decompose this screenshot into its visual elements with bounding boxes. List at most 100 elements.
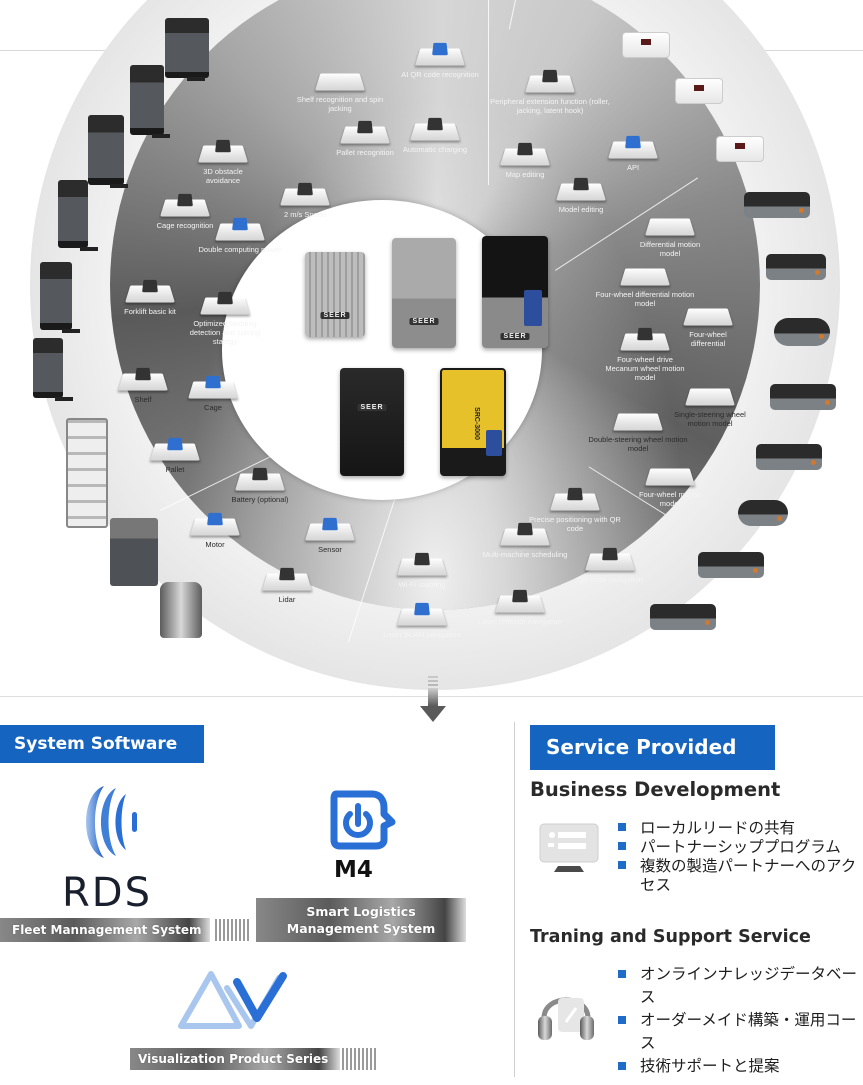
feature-tile <box>315 73 365 91</box>
feature-pallet-recognition: Pallet recognition <box>310 120 420 157</box>
robot-cleaner <box>160 582 202 638</box>
feature-tile <box>620 327 670 351</box>
robot-chassis <box>766 254 826 280</box>
feature-label: Cage recognition <box>156 221 214 230</box>
business-development-list: ローカルリードの共有 パートナーシッププログラム 複数の製造パートナーへのアクセ… <box>618 819 858 895</box>
visualization-product-label: Visualization Product Series <box>130 1048 340 1070</box>
robot-forklift <box>130 65 170 138</box>
arrow-down-icon <box>420 676 446 722</box>
feature-label: Differential motion model <box>639 240 701 258</box>
feature-label: 2 m/s Speed <box>283 210 327 219</box>
feature-tile <box>525 69 575 93</box>
feature-forklift-kit: Forklift basic kit <box>95 279 205 316</box>
robot-forklift <box>165 18 209 81</box>
robot-forklift <box>33 338 73 401</box>
controller-src-3000: SRC-3000 <box>440 368 506 476</box>
feature-cage: Cage <box>158 375 268 412</box>
feature-tile <box>160 193 210 217</box>
feature-label: Pallet <box>165 465 185 474</box>
feature-pallet: Pallet <box>120 437 230 474</box>
motion-model-differential: Differential motion model <box>630 215 710 258</box>
feature-tile <box>415 42 465 66</box>
decorative-bars <box>215 919 251 941</box>
feature-tile <box>613 413 663 431</box>
feature-label: Model editing <box>558 205 604 214</box>
feature-tile <box>550 487 600 511</box>
feature-api: API <box>578 135 688 172</box>
feature-tile <box>620 268 670 286</box>
controller-model-label: SRC-3000 <box>472 407 480 440</box>
robot-chassis <box>650 604 716 630</box>
feature-label: Four-wheel motion model <box>638 490 702 508</box>
feature-label: Four-wheel differential motion model <box>595 290 695 308</box>
motion-model-single-steering: Single-steering wheel motion model <box>670 385 750 428</box>
feature-tile <box>150 437 200 461</box>
feature-tile <box>125 279 175 303</box>
feature-label: Double-steering wheel motion model <box>588 435 688 453</box>
feature-double-computing: Double computing power <box>185 217 295 254</box>
feature-tile <box>280 182 330 206</box>
robot-chassis <box>698 552 764 578</box>
feature-skidding-detection: Optimized skidding detection and solving… <box>180 291 270 346</box>
motion-model-double-steering: Double-steering wheel motion model <box>588 410 688 453</box>
list-item: 複数の製造パートナーへのアクセス <box>618 857 858 895</box>
business-development-heading: Business Development <box>530 778 781 801</box>
controller-brand: SEER <box>320 312 350 319</box>
controller-2: SEER <box>392 238 456 348</box>
feature-tile <box>397 552 447 576</box>
feature-tile <box>495 589 545 613</box>
feature-label: Automatic charging <box>402 145 468 154</box>
robot-forklift <box>88 115 128 188</box>
feature-ai-qr: AI QR code recognition <box>385 42 495 79</box>
nav-laser-reflector: Laser reflector navigation <box>465 589 575 626</box>
feature-label: Laser reflector navigation <box>477 617 563 626</box>
feature-label: Forklift basic kit <box>124 307 176 316</box>
hardware-motor: Motor <box>175 512 255 549</box>
list-item: ローカルリードの共有 <box>618 819 858 838</box>
robot-forklift <box>40 262 80 333</box>
feature-tile <box>683 308 733 326</box>
feature-label: Battery (optional) <box>231 495 289 504</box>
robot-latent-white <box>622 32 670 58</box>
feature-label: Map editing <box>505 170 545 179</box>
feature-map-editing: Map editing <box>470 142 580 179</box>
controller-3: SEER <box>482 236 548 348</box>
feature-label: 3D obstacle avoidance <box>203 167 243 185</box>
feature-tile <box>198 139 248 163</box>
rds-product-label: Fleet Mannagement System <box>0 918 210 942</box>
feature-tile <box>305 517 355 541</box>
feature-tile <box>500 522 550 546</box>
robot-chassis <box>744 192 810 218</box>
headset-icon <box>538 997 594 1040</box>
feature-tile <box>340 120 390 144</box>
controller-brand: SEER <box>357 404 387 411</box>
nav-qr-positioning: Precise positioning with QR code <box>525 487 625 533</box>
feature-label: Single-steering wheel motion model <box>674 410 746 428</box>
column-divider <box>514 722 515 1077</box>
motion-model-4wheel: Four-wheel motion model <box>630 465 710 508</box>
rds-logo-icon <box>86 786 137 858</box>
m4-logo-icon <box>330 790 396 850</box>
feature-tile <box>200 291 250 315</box>
controller-brand: SEER <box>500 333 530 340</box>
feature-tile <box>397 602 447 626</box>
robot-arm-mobile <box>110 518 158 586</box>
feature-auto-charging: Automatic charging <box>400 117 470 154</box>
feature-label: AI QR code recognition <box>401 70 479 79</box>
feature-label: Laser SLAM navigation <box>383 630 461 639</box>
controller-1: SEER <box>305 252 365 337</box>
feature-tile <box>190 512 240 536</box>
hardware-lidar: Lidar <box>252 567 322 604</box>
feature-tile <box>188 375 238 399</box>
service-provided-header: Service Provided <box>530 725 775 770</box>
robot-chassis-round <box>774 318 830 346</box>
feature-label: Cage <box>204 403 222 412</box>
robot-chassis <box>770 384 836 410</box>
controller-4: SEER <box>340 368 404 476</box>
list-item: オンラインナレッジデータベース <box>618 963 858 1009</box>
feature-tile <box>262 567 312 591</box>
feature-tile <box>585 547 635 571</box>
robot-latent-white <box>675 78 723 104</box>
motion-model-mecanum: Four-wheel drive Mecanum wheel motion mo… <box>600 327 690 382</box>
training-support-heading: Traning and Support Service <box>530 927 811 947</box>
